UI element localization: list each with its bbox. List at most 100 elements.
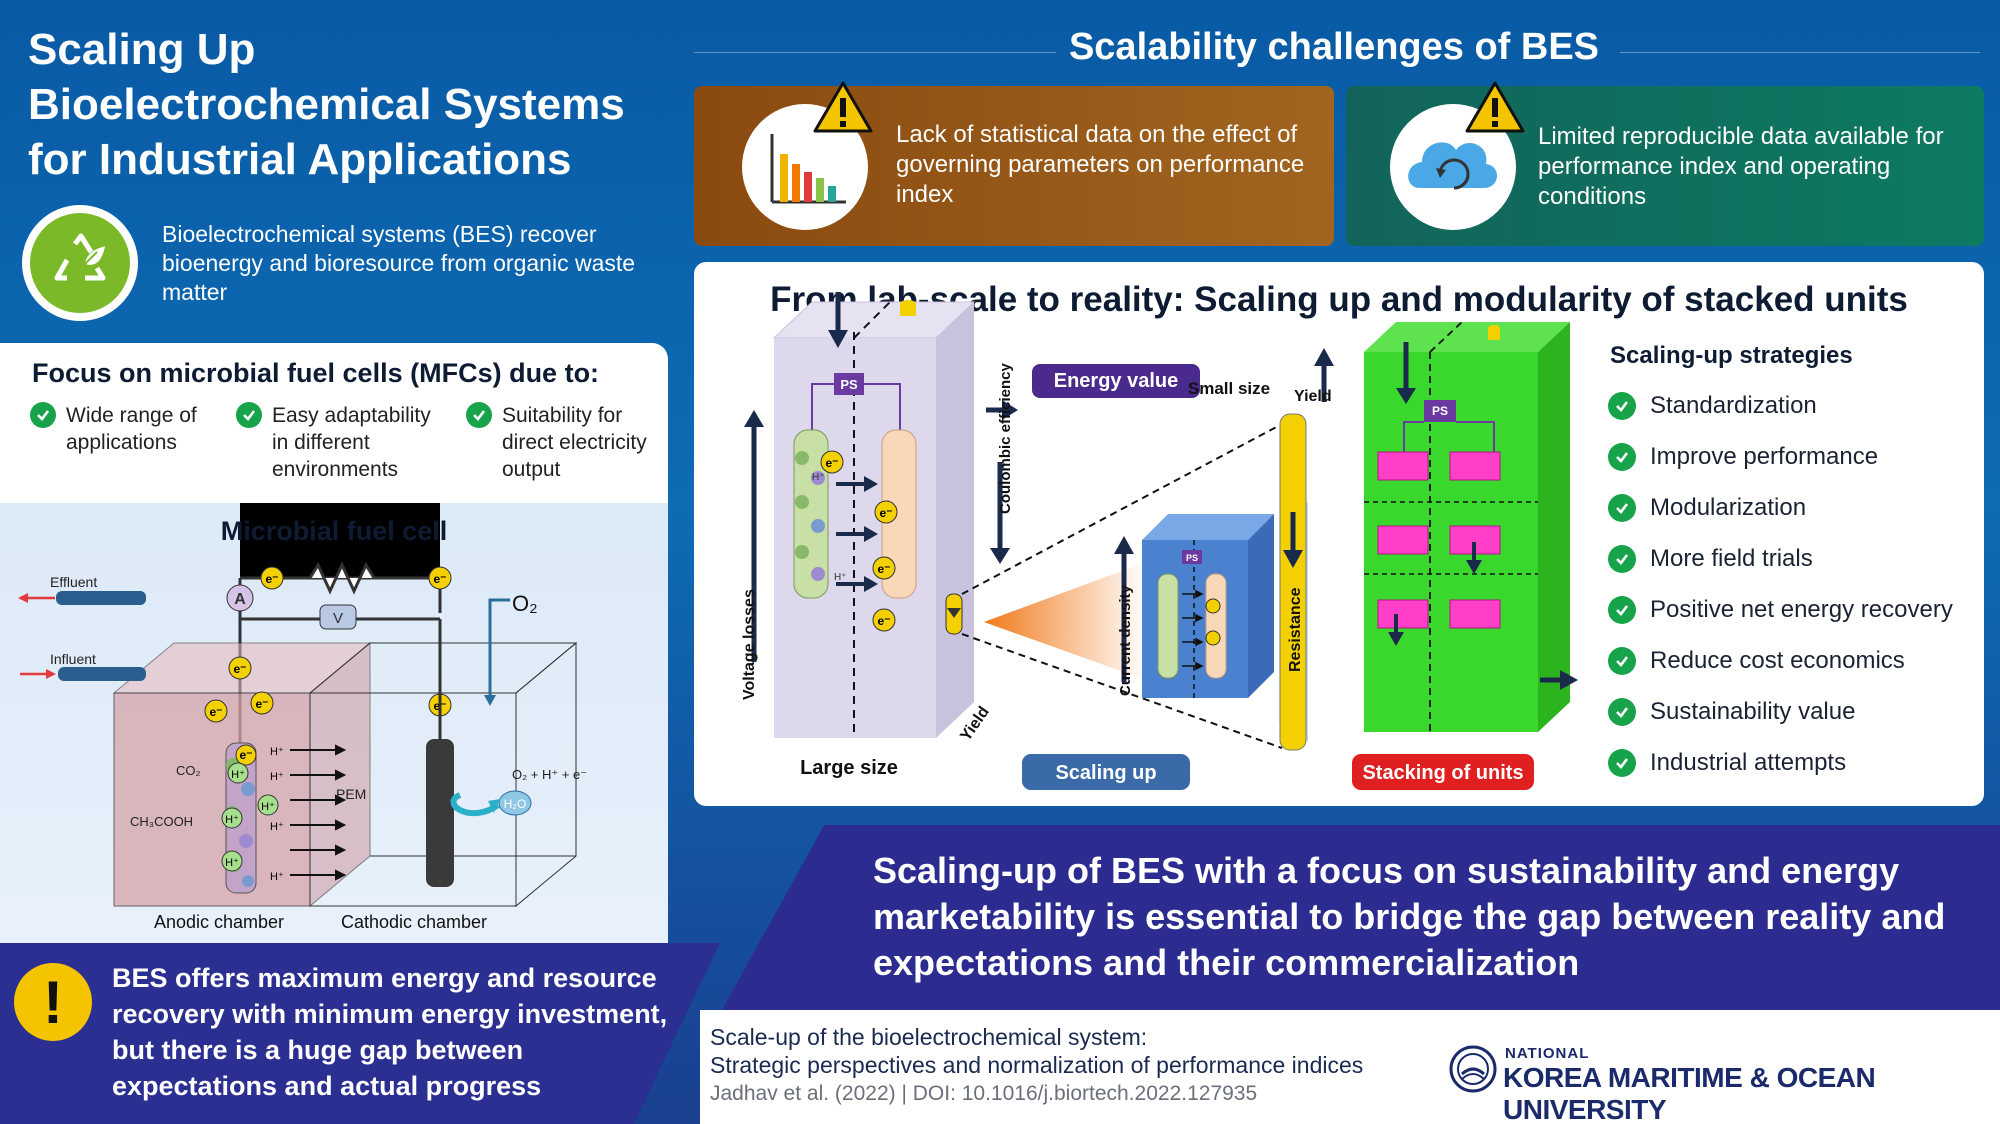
scaling-up-label: Scaling up (1055, 762, 1156, 784)
proton-label: H⁺ (834, 572, 847, 583)
ps-label: PS (1432, 404, 1448, 418)
small-size-text: Small size (1188, 379, 1270, 398)
recycle-icon (22, 205, 138, 321)
power-supply (834, 373, 864, 395)
electron-label: e⁻ (877, 562, 890, 576)
focus-panel (0, 343, 668, 503)
strategy-item: Standardization (1608, 392, 1817, 420)
voltmeter (319, 604, 357, 630)
anodic-label: Anodic chamber (154, 912, 284, 932)
small-size-label: Small size (1188, 379, 1270, 398)
ammeter-label: A (234, 591, 246, 608)
stacking-pill (1352, 754, 1534, 790)
reference-title-line1: Scale-up of the bioelectrochemical syste… (710, 1024, 1148, 1050)
scaling-up-pill (1022, 754, 1190, 790)
electron-label: e⁻ (265, 572, 278, 586)
strategy-item: More field trials (1608, 545, 1813, 573)
proton-label: H⁺ (270, 771, 284, 783)
focus-heading: Focus on microbial fuel cells (MFCs) due… (32, 358, 600, 388)
strategy-item: Sustainability value (1608, 698, 1855, 726)
check-icon (236, 402, 262, 428)
electron-label: e⁻ (433, 572, 446, 586)
cathode-electrode (426, 739, 454, 887)
proton-label: H⁺ (225, 857, 239, 869)
strategy-label: More field trials (1650, 545, 1813, 572)
mfc-diagram: V A Effluent Influent e⁻ H⁺ H⁺ H⁺ H⁺ e⁻ … (18, 503, 587, 932)
strategy-label: Industrial attempts (1650, 749, 1847, 776)
check-icon (1608, 545, 1636, 573)
influent-tube (58, 667, 146, 681)
title-rule (694, 52, 1056, 53)
university-logo-icon (1449, 1045, 1497, 1093)
coulombic-label: Coulombic efficiency (997, 362, 1014, 514)
proton-label: H⁺ (225, 814, 239, 826)
strategy-label: Sustainability value (1650, 698, 1856, 725)
challenges-title: Scalability challenges of BES (1068, 26, 1600, 68)
challenge-text: Limited reproducible data available for … (1538, 123, 1944, 210)
title-rule (1620, 52, 1980, 53)
influent-label: Influent (50, 651, 96, 667)
electron-label: e⁻ (877, 614, 890, 628)
focus-item: Easy adaptability in different environme… (236, 402, 451, 483)
ps-label: PS (1186, 553, 1198, 563)
co2-label: CO₂ (176, 763, 201, 778)
reaction-label: O₂ + H⁺ + e⁻ (512, 767, 587, 782)
check-icon (1608, 494, 1636, 522)
current-density-label: Current density (1117, 584, 1134, 696)
challenge-card: Limited reproducible data available for … (1346, 81, 1984, 246)
warning-icon (813, 81, 873, 133)
warning-text: BES offers maximum energy and resource r… (112, 963, 668, 1101)
effluent-tube (58, 591, 146, 605)
strategy-item: Industrial attempts (1608, 749, 1846, 777)
strategy-item: Reduce cost economics (1608, 647, 1905, 675)
intro-text: Bioelectrochemical systems (BES) recover… (162, 221, 636, 305)
ps-label: PS (840, 377, 858, 392)
cathodic-label: Cathodic chamber (341, 912, 487, 932)
conclusion-text: Scaling-up of BES with a focus on sustai… (873, 850, 1946, 983)
check-icon (466, 402, 492, 428)
proton-label: H⁺ (270, 871, 284, 883)
mfc-title: Microbial fuel cell (220, 516, 448, 546)
challenge-text: Lack of statistical data on the effect o… (896, 121, 1305, 208)
focus-item-label: Suitability for direct electricity outpu… (502, 404, 647, 481)
effluent-label: Effluent (50, 574, 97, 590)
reference-citation: Jadhav et al. (2022) | DOI: 10.1016/j.bi… (710, 1082, 1258, 1105)
focus-item-label: Wide range of applications (66, 404, 197, 454)
strategy-label: Positive net energy recovery (1650, 596, 1953, 623)
electron-label: e⁻ (209, 705, 222, 719)
reference-title-line2: Strategic perspectives and normalization… (710, 1052, 1364, 1078)
electron-label: e⁻ (233, 662, 246, 676)
energy-value-label: Energy value (1054, 370, 1179, 392)
strategy-label: Reduce cost economics (1650, 647, 1905, 674)
water-label: H₂O (504, 797, 527, 811)
strategy-item: Modularization (1608, 494, 1806, 522)
conclusion-band (722, 825, 2000, 1010)
acetate-label: CH₃COOH (130, 814, 193, 829)
voltage-losses-label: Voltage losses (741, 589, 758, 700)
focus-item-label: Easy adaptability in different environme… (272, 404, 431, 481)
electron-label: e⁻ (255, 697, 268, 711)
cloud-sync-icon (1390, 104, 1516, 230)
proton-label: H⁺ (231, 769, 245, 781)
pem-label: PEM (336, 786, 366, 802)
proton-label: H⁺ (270, 746, 284, 758)
resistance-label: Resistance (1287, 587, 1304, 672)
electron-carrier: e⁻ e⁻ e⁻ e⁻ e⁻ e⁻ (204, 566, 452, 723)
anodic-chamber (113, 692, 311, 907)
stacking-label: Stacking of units (1362, 762, 1523, 784)
check-icon (1608, 749, 1636, 777)
yield-label: Yield (1294, 388, 1332, 405)
strategy-label: Standardization (1650, 392, 1817, 419)
focus-item: Suitability for direct electricity outpu… (466, 402, 666, 483)
strategies-heading: Scaling-up strategies (1610, 342, 1853, 369)
challenge-card: Lack of statistical data on the effect o… (694, 81, 1334, 246)
scaling-cone (984, 562, 1146, 680)
page-title: Scaling Up Bioelectrochemical Systems fo… (28, 25, 625, 184)
check-icon (1608, 647, 1636, 675)
scaling-diagram: PS e⁻ e⁻ e⁻ e⁻ H⁺ H⁺ Voltage losses Yiel… (741, 292, 1578, 790)
warning-icon (1465, 81, 1525, 133)
resistor (308, 561, 376, 595)
check-icon (1608, 392, 1636, 420)
warning-icon: ! (14, 963, 92, 1041)
check-icon (1608, 443, 1636, 471)
